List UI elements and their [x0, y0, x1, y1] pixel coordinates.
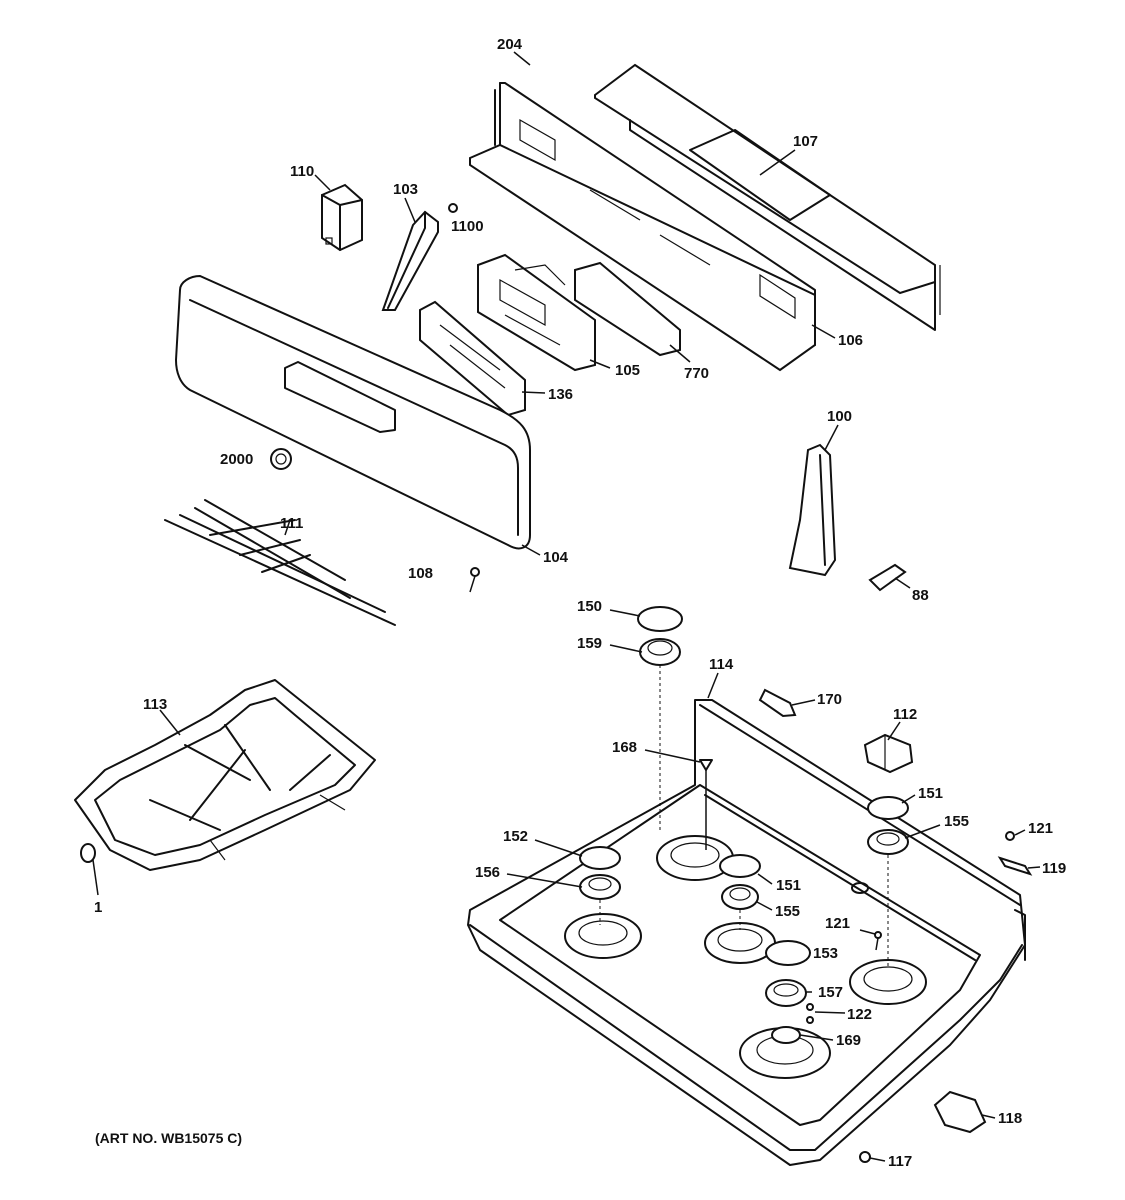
label-117: 117 — [888, 1153, 912, 1170]
label-2000: 2000 — [220, 451, 253, 468]
label-157: 157 — [818, 984, 843, 1001]
label-136: 136 — [548, 386, 573, 403]
burner-rear-left — [656, 835, 734, 881]
burner-cap-153 — [765, 940, 811, 966]
label-112: 112 — [893, 706, 917, 723]
label-100: 100 — [827, 408, 852, 425]
relay-110 — [321, 183, 363, 252]
control-board-105 — [477, 253, 596, 372]
label-122: 122 — [847, 1006, 872, 1023]
burner-cap-152 — [579, 846, 621, 870]
callout-labels: 204 107 110 103 1100 106 105 770 136 100… — [94, 36, 1066, 1170]
label-108: 108 — [408, 565, 433, 582]
label-88: 88 — [912, 587, 929, 604]
screw-117 — [859, 1151, 871, 1163]
label-1100: 1100 — [451, 218, 484, 235]
label-156: 156 — [475, 864, 500, 881]
label-103: 103 — [393, 181, 418, 198]
label-114: 114 — [709, 656, 734, 673]
cover-107 — [594, 63, 941, 331]
burner-head-159 — [639, 638, 681, 666]
cooktop — [467, 699, 1026, 1166]
screws-122 — [806, 1003, 814, 1024]
screw-121-center — [874, 931, 882, 951]
label-169: 169 — [836, 1032, 861, 1049]
label-170: 170 — [817, 691, 842, 708]
foot-1 — [80, 843, 96, 863]
bumper-118 — [933, 1090, 987, 1134]
label-104: 104 — [543, 549, 569, 566]
label-118: 118 — [998, 1110, 1022, 1127]
burner-head-157 — [765, 979, 807, 1007]
label-119: 119 — [1042, 860, 1066, 877]
label-155-right: 155 — [944, 813, 969, 830]
burner-rear-right — [849, 959, 927, 1005]
label-151-right: 151 — [918, 785, 943, 802]
backsplash-104 — [174, 274, 531, 550]
harness-111 — [164, 499, 396, 626]
switch-112 — [863, 733, 914, 774]
label-168: 168 — [612, 739, 637, 756]
roller-88 — [868, 563, 907, 592]
board-cover-770 — [574, 261, 681, 357]
knob-2000 — [270, 448, 292, 470]
art-number: (ART NO. WB15075 C) — [95, 1130, 242, 1146]
overlay-136 — [419, 300, 526, 417]
burner-head-155-center — [721, 884, 759, 910]
label-150: 150 — [577, 598, 602, 615]
label-121-center: 121 — [825, 915, 850, 932]
label-111: 111 — [280, 515, 303, 532]
bracket-103 — [381, 210, 439, 311]
rear-panel-106 — [469, 82, 816, 372]
screw-168 — [699, 759, 713, 850]
orifice-169 — [771, 1026, 801, 1044]
label-121-right: 121 — [1028, 820, 1053, 837]
label-151-center: 151 — [776, 877, 801, 894]
burner-cap-150 — [637, 606, 683, 632]
screw-170 — [758, 688, 797, 718]
label-153: 153 — [813, 945, 838, 962]
label-105: 105 — [615, 362, 640, 379]
leader-lines — [92, 51, 1041, 1162]
label-113: 113 — [143, 696, 167, 713]
bracket-119 — [997, 856, 1033, 876]
screw-1100 — [448, 203, 458, 213]
label-110: 110 — [290, 163, 314, 180]
grate-113 — [74, 679, 376, 871]
label-155-center: 155 — [775, 903, 800, 920]
burner-cap-151-center — [719, 854, 761, 878]
burner-cap-151-right — [867, 796, 909, 820]
screw-121-right — [1005, 831, 1015, 841]
label-152: 152 — [503, 828, 528, 845]
burner-head-155-right — [867, 829, 909, 855]
endcap-100 — [788, 443, 837, 577]
label-159: 159 — [577, 635, 602, 652]
screw-108 — [469, 567, 480, 593]
label-770: 770 — [684, 365, 709, 382]
label-204: 204 — [497, 36, 523, 53]
label-1: 1 — [94, 899, 102, 916]
burner-head-156 — [579, 874, 621, 900]
label-106: 106 — [838, 332, 863, 349]
burner-front-left — [564, 913, 642, 959]
label-107: 107 — [793, 133, 818, 150]
